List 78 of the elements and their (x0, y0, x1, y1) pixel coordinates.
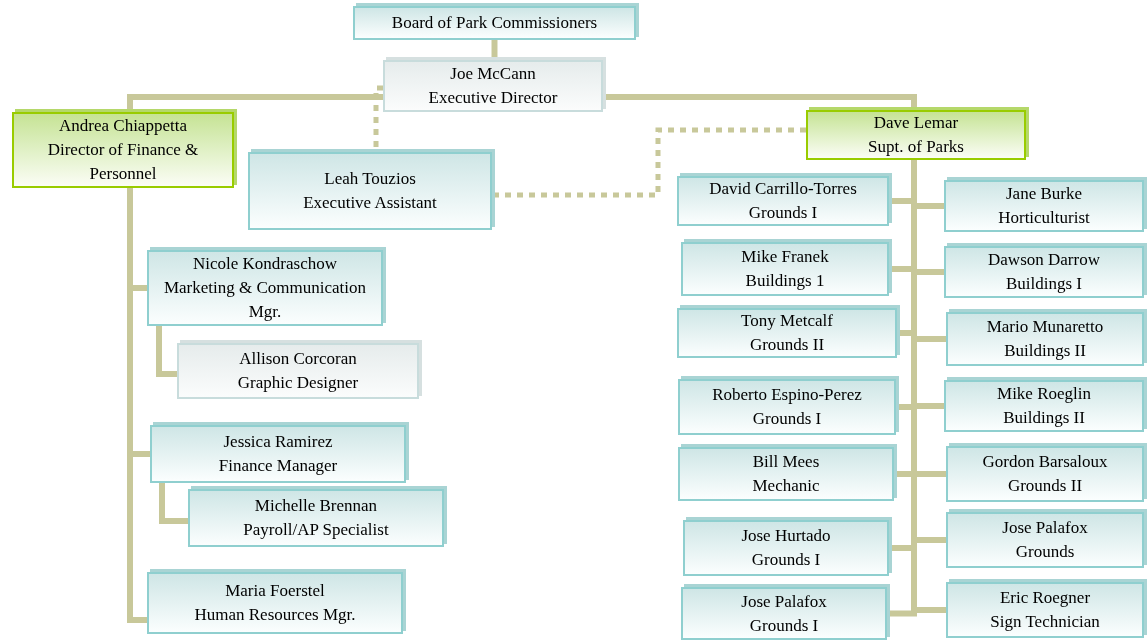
connector-line (603, 94, 917, 110)
job-title: Director of Finance & Personnel (46, 139, 200, 185)
person-name: Bill Mees (752, 451, 820, 473)
person-name: Michelle Brennan (254, 495, 378, 517)
position-box (147, 250, 383, 326)
connector-line (156, 326, 177, 377)
person-name: David Carrillo-Torres (709, 178, 857, 200)
position-box (248, 152, 492, 230)
connector-line (491, 40, 498, 60)
position-box (946, 512, 1144, 568)
job-title: Payroll/AP Specialist (243, 519, 389, 541)
person-name: Andrea Chiappetta (59, 115, 187, 137)
position-box (681, 587, 887, 640)
job-title: Buildings II (1003, 407, 1085, 429)
job-title: Grounds II (1007, 475, 1083, 497)
position-box (683, 520, 889, 576)
person-name: Jane Burke (1006, 183, 1082, 205)
person-name: Eric Roegner (999, 587, 1091, 609)
connector-line (159, 483, 188, 524)
job-title: Grounds I (751, 549, 821, 571)
position-box (177, 343, 419, 399)
position-box (12, 112, 234, 188)
job-title: Grounds (1015, 541, 1075, 563)
connector-line (127, 94, 383, 112)
person-name: Tony Metcalf (741, 310, 833, 332)
person-name: Jose Palafox (1002, 517, 1088, 539)
job-title: Grounds I (749, 614, 819, 637)
person-name: Allison Corcoran (239, 348, 357, 370)
position-box (353, 6, 636, 40)
position-box (806, 110, 1026, 160)
job-title: Horticulturist (998, 207, 1090, 229)
person-name: Dave Lemar (873, 112, 959, 134)
job-title: Buildings II (1004, 340, 1086, 362)
position-box (678, 379, 896, 435)
job-title: Buildings 1 (745, 270, 825, 292)
position-box (944, 380, 1144, 432)
job-title: Human Resources Mgr. (194, 604, 356, 626)
job-title: Grounds I (748, 202, 818, 224)
job-title: Buildings I (1005, 273, 1082, 295)
person-name: Mike Roeglin (997, 383, 1091, 405)
job-title: Sign Technician (990, 611, 1100, 633)
person-name: Roberto Espino-Perez (712, 384, 862, 406)
position-box (150, 425, 406, 483)
position-box (383, 60, 603, 112)
job-title: Executive Director (428, 87, 558, 109)
connector-line (492, 127, 806, 198)
position-box (677, 176, 889, 226)
position-box (681, 242, 889, 296)
job-title: Mechanic (752, 475, 820, 497)
job-title: Finance Manager (218, 455, 338, 477)
job-title: Grounds I (752, 408, 822, 430)
person-name: Board of Park Commissioners (391, 12, 598, 34)
person-name: Maria Foerstel (225, 580, 325, 602)
position-box (147, 572, 403, 634)
position-box (678, 447, 894, 501)
person-name: Nicole Kondraschow (193, 253, 337, 275)
position-box (188, 489, 444, 547)
position-box (946, 312, 1144, 366)
person-name: Jose Palafox (741, 590, 827, 613)
person-name: Dawson Darrow (988, 249, 1100, 271)
job-title: Graphic Designer (237, 372, 359, 394)
position-box (946, 446, 1144, 502)
connector-line (127, 188, 147, 623)
job-title: Marketing & Communication Mgr. (162, 277, 368, 323)
person-name: Leah Touzios (324, 168, 416, 190)
position-box (944, 246, 1144, 298)
person-name: Joe McCann (450, 63, 536, 85)
job-title: Supt. of Parks (868, 136, 964, 158)
person-name: Mike Franek (741, 246, 829, 268)
position-box (677, 308, 897, 358)
position-box (944, 180, 1144, 232)
job-title: Executive Assistant (303, 192, 437, 214)
job-title: Grounds II (749, 334, 825, 356)
person-name: Mario Munaretto (986, 316, 1104, 338)
person-name: Jessica Ramirez (223, 431, 333, 453)
person-name: Gordon Barsaloux (982, 451, 1108, 473)
position-box (946, 582, 1144, 638)
person-name: Jose Hurtado (741, 525, 831, 547)
